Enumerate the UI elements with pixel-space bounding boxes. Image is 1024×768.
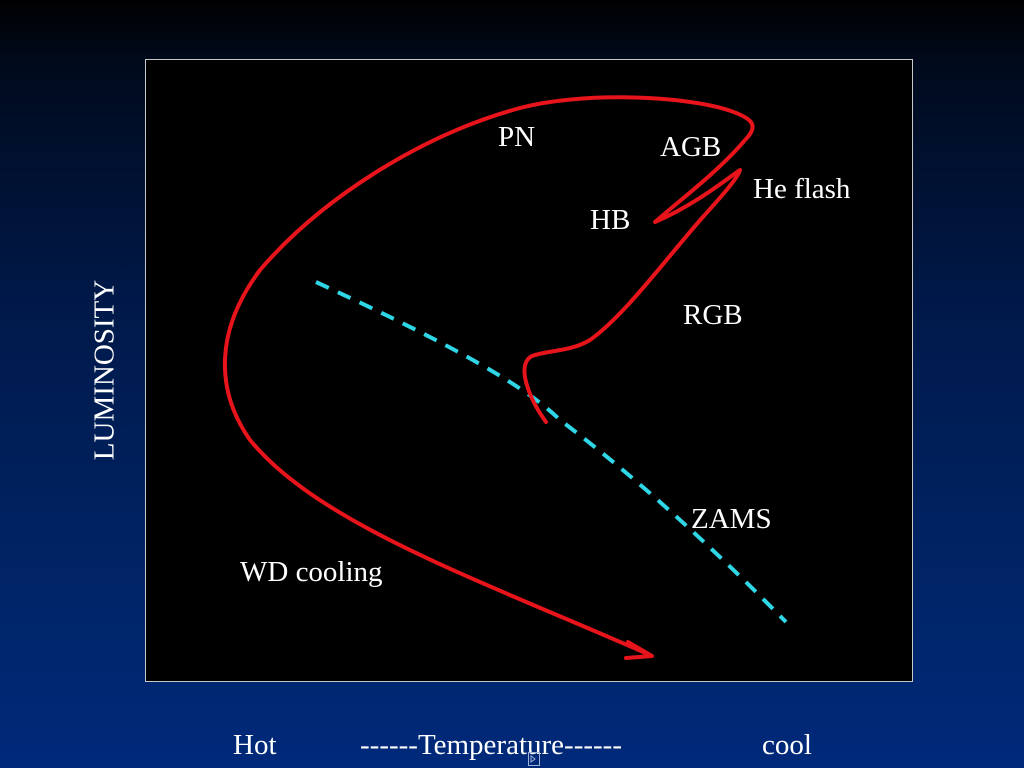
y-axis-label: LUMINOSITY (88, 279, 121, 461)
label-agb: AGB (660, 131, 722, 163)
arrowhead (624, 640, 654, 660)
label-wd-cooling: WD cooling (240, 556, 383, 588)
x-axis-hot: Hot (233, 729, 277, 761)
diagram-panel (145, 59, 913, 682)
label-zams: ZAMS (691, 503, 772, 535)
label-pn: PN (498, 121, 536, 153)
label-hb: HB (590, 204, 631, 236)
x-axis-temperature: ------Temperature------ (360, 729, 622, 761)
evolution-track (222, 95, 755, 657)
sound-icon[interactable] (528, 752, 540, 766)
label-rgb: RGB (683, 299, 743, 331)
zams-line (315, 280, 788, 624)
label-he-flash: He flash (753, 173, 851, 205)
x-axis-cool: cool (762, 729, 812, 761)
